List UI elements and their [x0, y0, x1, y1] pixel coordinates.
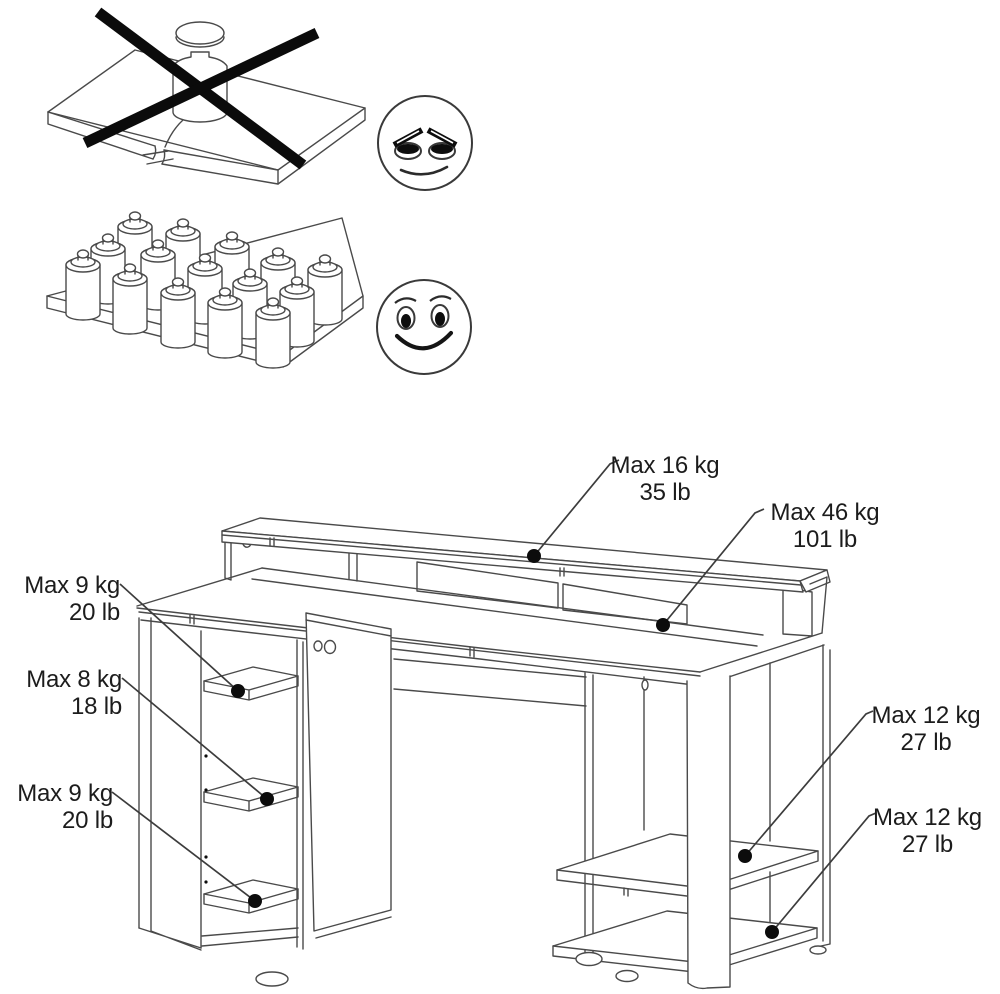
label-lb-line: 20 lb: [61, 807, 113, 834]
callout-dot-desktop: [656, 618, 670, 632]
distributed-load-illustration: [46, 211, 364, 369]
callout-line-left-shelf-bottom: [111, 791, 256, 902]
desk-illustration: [136, 517, 831, 990]
label-lb-line: 18 lb: [70, 693, 122, 720]
cabinet-bottom-board: [201, 927, 299, 947]
callout-dot-right-shelf-bottom: [765, 925, 779, 939]
label-lb-line: 101 lb: [792, 526, 858, 553]
shelf-foot: [615, 969, 639, 983]
callout-dot-left-shelf-bottom: [248, 894, 262, 908]
overload-warning-illustration: [47, 7, 366, 185]
callout-dot-left-shelf-middle: [260, 792, 274, 806]
angry-face-icon: [377, 95, 473, 191]
callout-line-top-shelf: [533, 459, 620, 557]
small-weight: [160, 277, 196, 349]
under-desk-rail: [393, 658, 587, 707]
weight-label-top-shelf: Max 16 kg 35 lb: [598, 452, 732, 506]
weight-label-right-shelf-bottom: Max 12 kg 27 lb: [865, 804, 990, 858]
label-kg-line: Max 9 kg: [24, 572, 120, 599]
small-weight: [207, 287, 243, 359]
label-kg-line: Max 9 kg: [17, 780, 113, 807]
small-weights-group: [46, 211, 364, 369]
weight-label-desktop: Max 46 kg 101 lb: [758, 499, 892, 553]
riser-back-panels: [416, 561, 688, 625]
left-cabinet: [138, 617, 304, 951]
small-weight: [112, 263, 148, 335]
middle-leg: [584, 672, 594, 955]
small-weight: [255, 297, 291, 369]
label-kg-line: Max 16 kg: [610, 452, 720, 479]
door-knob: [323, 639, 337, 655]
callout-dot-right-shelf-top: [738, 849, 752, 863]
small-weight: [279, 276, 315, 348]
callout-dot-left-shelf-top: [231, 684, 245, 698]
callout-line-right-shelf-bottom: [771, 812, 877, 933]
leg-foot: [575, 951, 603, 967]
callout-line-left-shelf-middle: [121, 677, 268, 800]
callout-line-right-shelf-top: [744, 710, 874, 857]
weight-label-right-shelf-top: Max 12 kg 27 lb: [862, 702, 990, 756]
riser-top-shelf: [221, 517, 831, 593]
riser-base-top-edge: [261, 567, 764, 636]
small-weight: [307, 254, 343, 326]
callouts: [111, 459, 877, 939]
label-kg-line: Max 12 kg: [871, 702, 981, 729]
callout-line-left-shelf-top: [119, 583, 239, 692]
label-lb-line: 27 lb: [900, 729, 952, 756]
right-side-panel: [809, 644, 831, 955]
cross-out-icon: [82, 7, 320, 170]
smiley-face-icon: [376, 279, 472, 375]
label-lb-line: 27 lb: [901, 831, 954, 858]
cabinet-shelf-middle: [203, 777, 299, 812]
label-lb-line: 35 lb: [639, 479, 691, 506]
cabinet-shelf-bottom: [203, 879, 299, 914]
small-weight: [65, 249, 101, 321]
cabinet-door-open: [305, 612, 392, 939]
label-kg-line: Max 12 kg: [873, 804, 982, 831]
weight-label-left-shelf-top: Max 9 kg 20 lb: [6, 572, 120, 626]
callout-dot-top-shelf: [527, 549, 541, 563]
riser-base-bottom-edge: [251, 578, 758, 647]
callout-line-desktop: [662, 508, 765, 626]
label-kg-line: Max 8 kg: [26, 666, 122, 693]
middle-front-panel: [686, 675, 731, 990]
label-lb-line: 20 lb: [68, 599, 120, 626]
cabinet-foot: [255, 971, 289, 987]
label-kg-line: Max 46 kg: [770, 499, 880, 526]
weight-label-left-shelf-middle: Max 8 kg 18 lb: [10, 666, 122, 720]
weight-label-left-shelf-bottom: Max 9 kg 20 lb: [0, 780, 113, 834]
